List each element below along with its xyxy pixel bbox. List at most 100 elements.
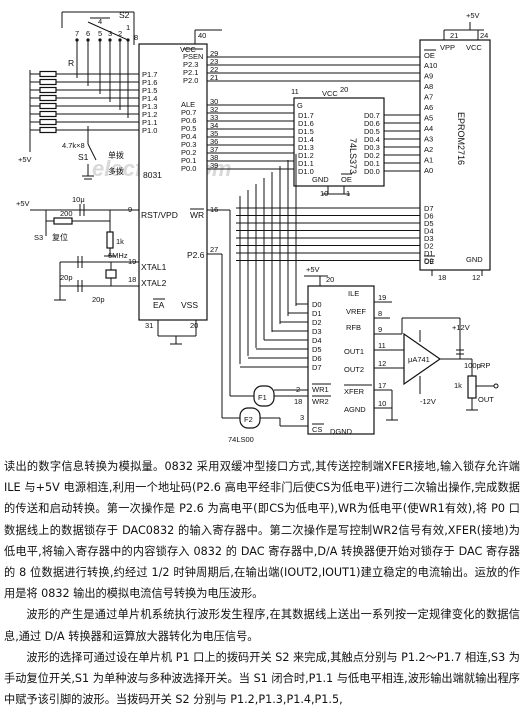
latch-output-label: D0.7: [364, 111, 380, 120]
crystal-circuit: 6MHz 20p 20p: [54, 251, 139, 304]
reset-vcc: +5V: [16, 199, 30, 208]
s2-pin-label: 3: [108, 29, 112, 38]
dac-cs: CS: [312, 425, 322, 434]
s2-pin-label: 6: [86, 29, 90, 38]
dip-switch-s2: S2 4 8 7 6 5 3 2 1: [61, 10, 138, 118]
mcu-pin-label: P1.5: [142, 86, 157, 95]
mcu-pin-label: P2.1: [183, 68, 198, 77]
eprom-pin: 21: [450, 31, 458, 40]
latch-output-label: D0.4: [364, 135, 380, 144]
dac-input-label: D1: [312, 309, 322, 318]
s2-pin-label: 5: [98, 29, 102, 38]
mcu-pin-label: P0.4: [181, 132, 196, 141]
dac-xfer: XFER: [344, 387, 365, 396]
dac-input-label: D3: [312, 327, 322, 336]
mcu-pin-label: P1.6: [142, 78, 157, 87]
dac-input-label: D4: [312, 336, 322, 345]
mcu-pin-number: 40: [198, 31, 206, 40]
latch-input-label: D1.0: [298, 167, 314, 176]
mcu-pin-label: P2.0: [183, 76, 198, 85]
eprom-data-label: D0: [424, 257, 434, 266]
vss-pin: 20: [190, 321, 198, 330]
eprom-address-label: A8: [424, 82, 433, 91]
latch-input-label: D1.7: [298, 111, 314, 120]
mcu-pin-label: P1.3: [142, 102, 157, 111]
eprom-address-label: A6: [424, 103, 433, 112]
mcu-pin-number: 35: [210, 129, 218, 138]
resistor: [39, 78, 57, 86]
latch-input-label: D1.2: [298, 151, 314, 160]
description-text: 读出的数字信息转换为模拟量。0832 采用双缓冲型接口方式,其传送控制端XFER…: [4, 456, 520, 714]
latch-output-label: D0.0: [364, 167, 380, 176]
output-label: OUT: [478, 395, 494, 404]
mcu-pin-label: P0.2: [181, 148, 196, 157]
latch-gnd: GND: [312, 175, 329, 184]
mcu-pin-number: 32: [210, 105, 218, 114]
mcu-pin-label: P2.3: [183, 60, 198, 69]
eprom-oe: OE: [424, 51, 435, 60]
latch-name: 74LS373: [348, 138, 358, 174]
resistor: [39, 118, 57, 126]
dac0832: +5V ILE VREF RFB OUT1 OUT2 XFER AGND WR1…: [294, 265, 404, 436]
eprom-data-label: D6: [424, 212, 434, 221]
eprom-data-label: D1: [424, 249, 434, 258]
eprom-address-label: A7: [424, 93, 433, 102]
ea-label: EA: [153, 300, 165, 310]
dac-pin: 19: [378, 293, 386, 302]
dac-vref: VREF: [346, 307, 366, 316]
eprom-vpp: VPP: [440, 43, 455, 52]
eprom-data-label: D5: [424, 219, 434, 228]
xtal2-label: XTAL2: [141, 278, 167, 288]
mcu-pin-number: 29: [210, 49, 218, 58]
mcu-pin-number: 38: [210, 153, 218, 162]
mcu-pin-label: P1.7: [142, 70, 157, 79]
resistor-r-label: R: [68, 58, 74, 68]
cap-20p-a: 20p: [60, 273, 73, 282]
mcu-pin-label: P0.0: [181, 164, 196, 173]
eprom-address-label: A9: [424, 72, 433, 81]
mcu-pin-label: P0.7: [181, 108, 196, 117]
opamp-label: μA741: [408, 355, 430, 364]
dac-pin: 3: [300, 413, 304, 422]
mcu-8031: 8031 VCC 40: [138, 29, 222, 321]
rst-label: RST/VPD: [141, 210, 178, 220]
eprom-address-label: A4: [424, 124, 433, 133]
paragraph-1: 读出的数字信息转换为模拟量。0832 采用双缓冲型接口方式,其传送控制端XFER…: [4, 460, 520, 601]
resistor: [39, 126, 57, 134]
eprom-address-label: A1: [424, 156, 433, 165]
s2-pin-label: 7: [75, 29, 79, 38]
mcu-pin-number: 34: [210, 121, 218, 130]
latch-output-label: D0.2: [364, 151, 380, 160]
xtal2-pin: 18: [128, 275, 136, 284]
eprom-ce: CE: [424, 257, 434, 266]
dac-agnd: AGND: [344, 405, 366, 414]
eprom-address-label: A2: [424, 145, 433, 154]
mcu-pin-label: P0.5: [181, 124, 196, 133]
mcu-name: 8031: [143, 170, 162, 180]
latch-input-label: D1.1: [298, 159, 314, 168]
dac-pin: 12: [378, 359, 386, 368]
p26-pin: 27: [210, 245, 218, 254]
latch-pin: 20: [340, 85, 348, 94]
dac-pin: 9: [378, 325, 382, 334]
latch-input-label: D1.6: [298, 119, 314, 128]
eprom-data-label: D2: [424, 242, 434, 251]
mcu-pin-label: P1.1: [142, 118, 157, 127]
dac-input-label: D6: [312, 354, 322, 363]
dac-input-label: D2: [312, 318, 322, 327]
mcu-pin-label: PSEN: [183, 52, 203, 61]
resistor: [39, 102, 57, 110]
dac-vcc: +5V: [306, 265, 320, 274]
s2-pin-label: 1: [126, 23, 130, 32]
mcu-pin-number: 30: [210, 97, 218, 106]
dac-pin: 20: [326, 275, 334, 284]
dac-rfb: RFB: [346, 323, 361, 332]
eprom-data-label: D3: [424, 234, 434, 243]
latch-output-label: D0.1: [364, 159, 380, 168]
mcu-pin-number: 33: [210, 113, 218, 122]
reset-label: 复位: [52, 232, 68, 242]
opamp-stage: μA741 +12V -12V 100p RP 1k OUT: [401, 317, 499, 411]
multi-wave-label: 多拨: [108, 166, 124, 176]
dac-wr2: WR2: [312, 397, 329, 406]
